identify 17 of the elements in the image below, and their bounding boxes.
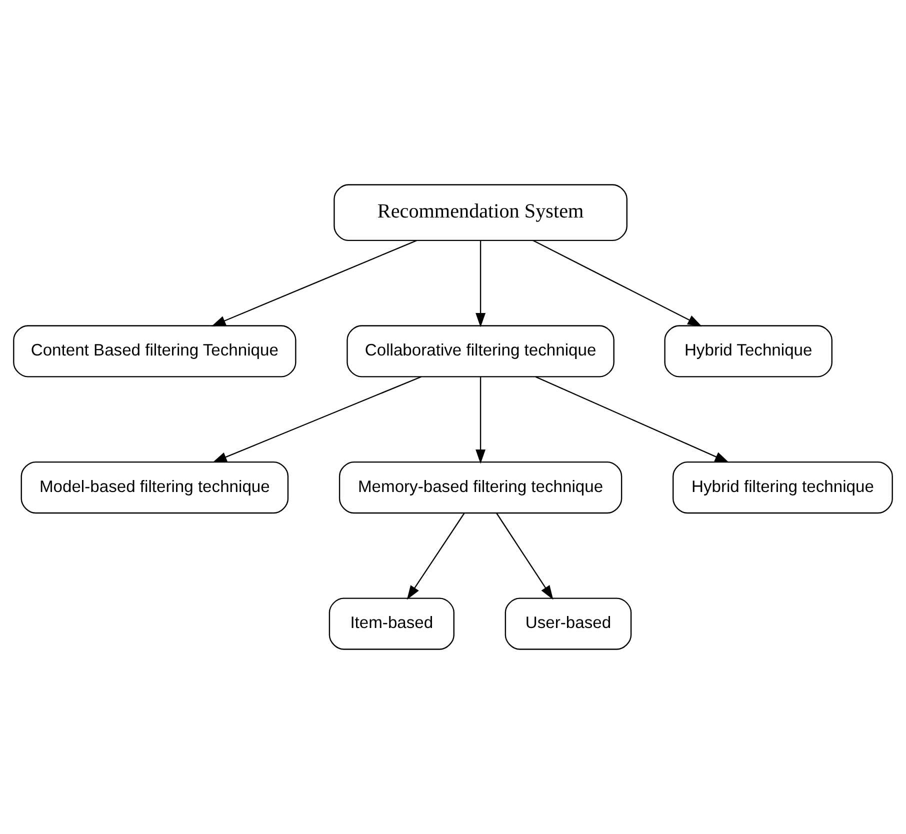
node-box: Hybrid Technique <box>664 325 832 378</box>
arrow <box>211 240 417 326</box>
arrow <box>406 512 465 600</box>
arrow <box>496 512 554 600</box>
node-box: Recommendation System <box>334 184 628 242</box>
arrow <box>532 240 702 326</box>
arrow <box>476 376 486 464</box>
node-box: User-based <box>504 598 632 650</box>
node-box: Hybrid filtering technique <box>672 461 893 514</box>
node-box: Collaborative filtering technique <box>346 325 614 378</box>
arrow <box>535 376 730 463</box>
node-box: Memory-based filtering technique <box>338 461 622 514</box>
arrow <box>212 376 422 463</box>
node-box: Item-based <box>328 598 454 650</box>
node-box: Model-based filtering technique <box>20 461 289 514</box>
node-box: Content Based filtering Technique <box>13 325 296 378</box>
arrow <box>476 240 486 328</box>
